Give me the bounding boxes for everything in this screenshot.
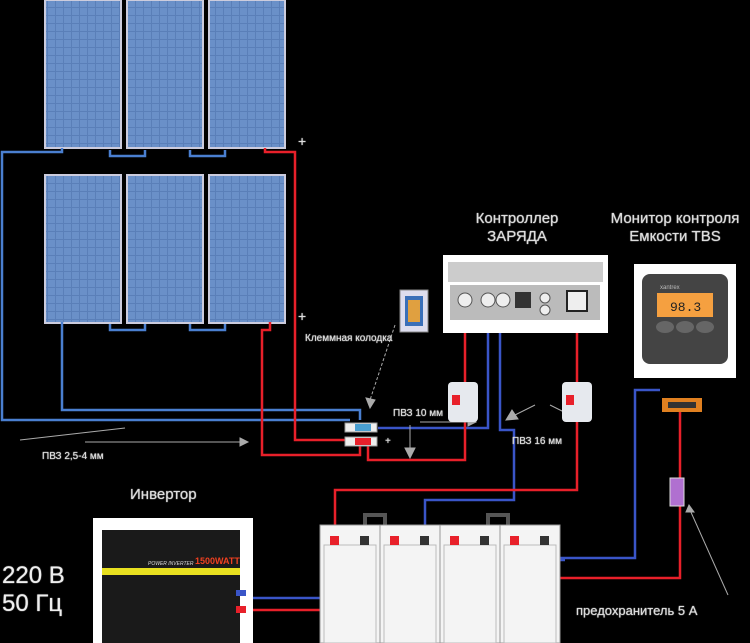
panel-negative-wire [0, 148, 350, 422]
battery [439, 524, 501, 643]
panel-positive-wire [263, 148, 352, 442]
solar-panel [208, 0, 286, 149]
plus-sign-mid: + [298, 308, 307, 324]
controller-battery-negative [423, 305, 516, 545]
terminal-block-label: Клеммная колодка [305, 333, 393, 344]
output-label: 220 В 50 Гц [2, 562, 65, 618]
cable-10mm-label: ПВЗ 10 мм [393, 408, 443, 419]
pointer-arrows [19, 324, 729, 596]
panel-negative-wire-2 [60, 322, 362, 420]
cable-panels-label: ПВЗ 2,5-4 мм [42, 451, 104, 462]
monitor-label: Монитор контроля Емкости TBS [600, 210, 750, 246]
fuse [669, 477, 685, 507]
monitor-reading: 98.3 [670, 300, 701, 315]
solar-panel [126, 0, 204, 149]
fuse-label: предохранитель 5 А [576, 603, 698, 618]
solar-panels [44, 0, 286, 324]
terminal-block [344, 289, 429, 447]
solar-panel [44, 174, 122, 324]
inverter: 1500WATT POWER INVERTER [93, 518, 253, 643]
panel-positive-wire-2 [260, 322, 362, 457]
battery-monitor: xantrex 98.3 [634, 264, 736, 412]
battery [319, 524, 381, 643]
inverter-rating: 1500WATT [195, 556, 240, 566]
cable-16mm-label: ПВЗ 16 мм [512, 436, 562, 447]
monitor-negative [548, 388, 660, 560]
controller-pv-negative [378, 305, 490, 430]
output-frequency: 50 Гц [2, 590, 63, 617]
monitor-label-line2: Емкости TBS [629, 228, 721, 245]
controller-label-line2: ЗАРЯДА [487, 228, 547, 245]
circuit-breaker-battery [562, 382, 592, 422]
battery [379, 524, 441, 643]
output-voltage: 220 В [2, 562, 65, 589]
inverter-name: POWER INVERTER [148, 561, 194, 567]
panel-link-wire [108, 150, 227, 332]
circuit-breaker-pv [448, 382, 478, 422]
controller-label: Контроллер ЗАРЯДА [462, 210, 572, 246]
battery [499, 524, 561, 643]
inverter-label: Инвертор [130, 486, 197, 503]
charge-controller [443, 255, 608, 333]
monitor-label-line1: Монитор контроля [610, 210, 740, 227]
monitor-brand: xantrex [660, 285, 680, 291]
batteries [319, 524, 561, 643]
solar-panel [44, 0, 122, 149]
solar-panel [208, 174, 286, 324]
plus-sign-top: + [298, 133, 307, 149]
controller-label-line1: Контроллер [475, 210, 559, 227]
plus-sign-block: + [385, 436, 391, 447]
solar-panel [126, 174, 204, 324]
